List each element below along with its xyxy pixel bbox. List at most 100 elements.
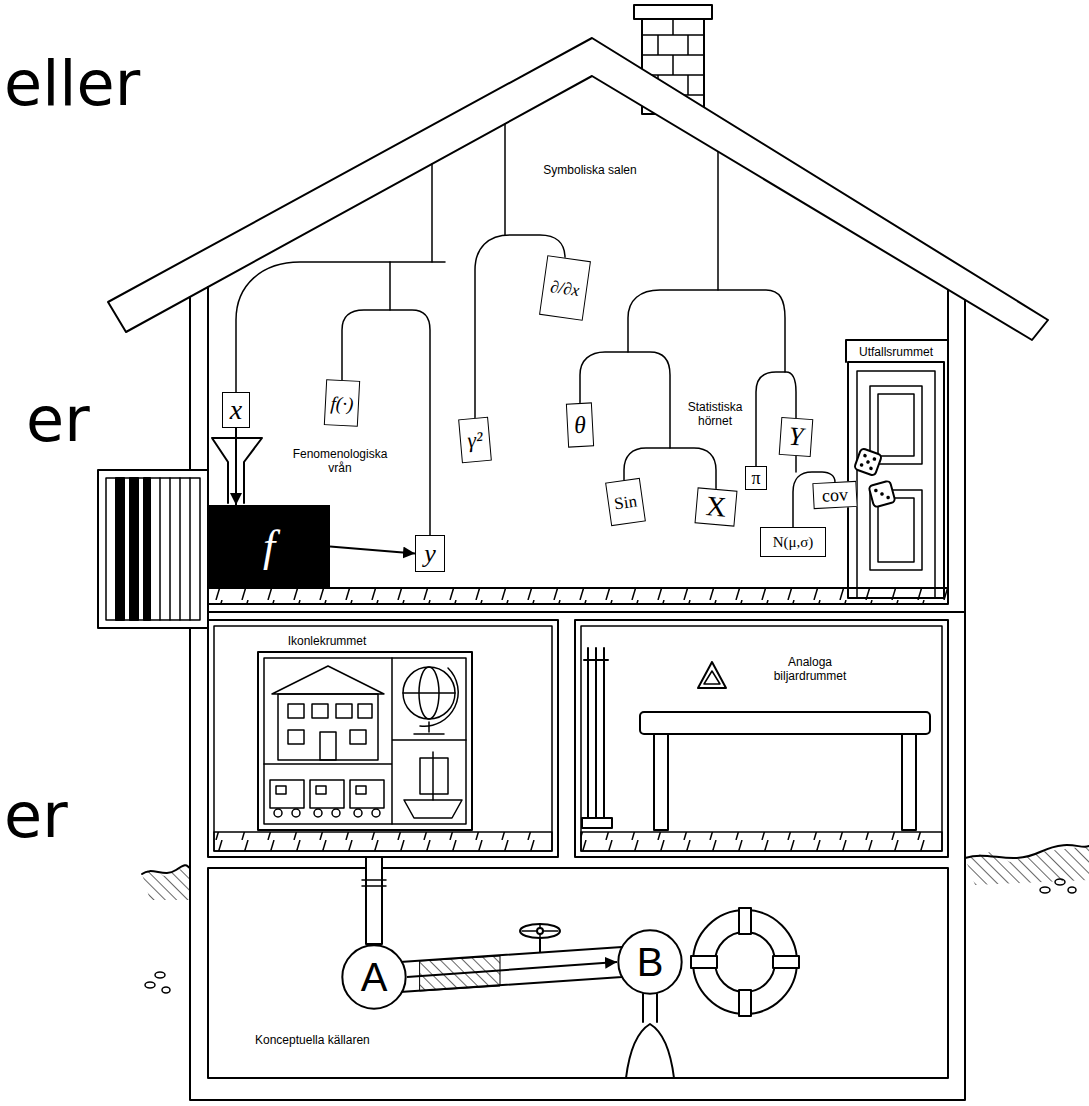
billiard-table bbox=[902, 734, 916, 830]
function-symbol: f bbox=[263, 525, 275, 569]
billiard-table bbox=[640, 712, 930, 734]
toy-shelf bbox=[350, 780, 384, 808]
symbol-text: N(μ,σ) bbox=[773, 535, 814, 550]
toy-shelf bbox=[356, 786, 366, 794]
dice bbox=[854, 448, 882, 476]
ground bbox=[965, 846, 1089, 885]
ground bbox=[142, 845, 1089, 993]
toy-shelf bbox=[403, 667, 455, 719]
room-name: Analoga biljardrummet bbox=[760, 655, 860, 684]
pipe bbox=[366, 857, 382, 944]
toy-shelf bbox=[288, 704, 304, 718]
dice bbox=[866, 460, 871, 465]
symbol-text: Sin bbox=[613, 492, 638, 512]
house-wall bbox=[214, 626, 552, 851]
mobile-wire bbox=[795, 456, 797, 472]
billiard-table bbox=[640, 712, 930, 830]
toy-shelf bbox=[358, 704, 372, 718]
room-name: Ikonlekrummet bbox=[267, 634, 387, 648]
life-buoy bbox=[691, 908, 799, 1016]
vent-grill bbox=[106, 478, 200, 620]
toy-shelf bbox=[403, 692, 455, 694]
door bbox=[848, 362, 944, 598]
symbol-text: γ² bbox=[466, 428, 483, 451]
dice bbox=[872, 457, 877, 462]
tank-circle: B bbox=[617, 929, 683, 995]
door bbox=[846, 340, 948, 598]
toy-shelf bbox=[270, 780, 304, 808]
house-wall bbox=[575, 620, 948, 857]
dice bbox=[854, 448, 882, 476]
toy-shelf bbox=[336, 704, 352, 718]
dice bbox=[859, 463, 864, 468]
life-buoy bbox=[715, 932, 775, 992]
toy-shelf bbox=[320, 732, 336, 760]
house-wall bbox=[190, 611, 965, 613]
room-name: Symboliska salen bbox=[520, 163, 660, 177]
house-wall bbox=[581, 626, 942, 851]
symbol-card: ∂/∂x bbox=[539, 255, 591, 321]
ground bbox=[162, 987, 170, 993]
toy-shelf bbox=[432, 752, 434, 800]
dice bbox=[869, 481, 896, 508]
ball-triangle bbox=[704, 671, 720, 684]
circle-outline bbox=[618, 930, 681, 993]
ground bbox=[1068, 887, 1076, 893]
dice bbox=[863, 453, 868, 458]
ground bbox=[1055, 879, 1065, 885]
valve-wheel bbox=[520, 924, 560, 938]
toy-shelf bbox=[258, 652, 472, 830]
dice bbox=[869, 466, 874, 471]
house-wall bbox=[208, 588, 948, 604]
house-wall bbox=[208, 287, 948, 590]
toy-shelf bbox=[292, 809, 300, 817]
ground bbox=[145, 982, 155, 988]
symbol-text: X bbox=[705, 492, 728, 522]
pipe bbox=[362, 880, 386, 886]
symbol-card: x bbox=[222, 392, 250, 428]
mobile-wire bbox=[504, 124, 506, 235]
vent-grill bbox=[160, 478, 190, 620]
room-region: Symboliska salenUtfallsrummet x f(·) γ² ∂/∂x… bbox=[208, 135, 948, 590]
roof bbox=[108, 38, 1048, 340]
mobile-wire bbox=[236, 262, 445, 392]
symbol-card: π bbox=[745, 466, 767, 490]
roof bbox=[108, 38, 1048, 340]
ground bbox=[1040, 887, 1050, 893]
door bbox=[878, 394, 914, 456]
dice bbox=[869, 481, 896, 508]
pipe bbox=[400, 947, 622, 992]
vent-grill bbox=[98, 470, 208, 628]
toy-shelf bbox=[274, 809, 282, 817]
toy-shelf bbox=[420, 758, 448, 794]
symbol-text: f(·) bbox=[330, 393, 354, 413]
mobile-wire bbox=[389, 262, 391, 310]
vent-grill bbox=[144, 478, 150, 620]
symbol-card: N(μ,σ) bbox=[760, 527, 826, 557]
symbol-card: cov bbox=[812, 481, 857, 509]
room-name: Konceptuella källaren bbox=[255, 1033, 415, 1047]
house-wall bbox=[190, 287, 965, 1100]
symbol-text: ∂/∂x bbox=[549, 278, 580, 299]
toy-shelf bbox=[354, 809, 362, 817]
billiard-table bbox=[646, 733, 924, 735]
circle-outline bbox=[342, 945, 405, 1008]
toy-shelf bbox=[272, 666, 384, 694]
toy-shelf bbox=[264, 658, 466, 824]
vent-grill bbox=[98, 470, 208, 628]
ground bbox=[142, 868, 190, 900]
valve-wheel bbox=[522, 924, 558, 938]
room-region: Utfallsrummet bbox=[846, 338, 946, 590]
tank-letter: A bbox=[361, 957, 388, 997]
symbol-card: y bbox=[415, 535, 445, 572]
life-buoy bbox=[691, 956, 717, 968]
flow-arrow bbox=[235, 428, 237, 505]
symbol-card: X bbox=[695, 487, 738, 526]
symbol-text: Y bbox=[788, 424, 804, 451]
billiard-table bbox=[654, 734, 668, 830]
door bbox=[878, 498, 914, 562]
ball-triangle bbox=[698, 662, 726, 688]
dice bbox=[854, 448, 896, 508]
toy-shelf bbox=[404, 800, 462, 818]
